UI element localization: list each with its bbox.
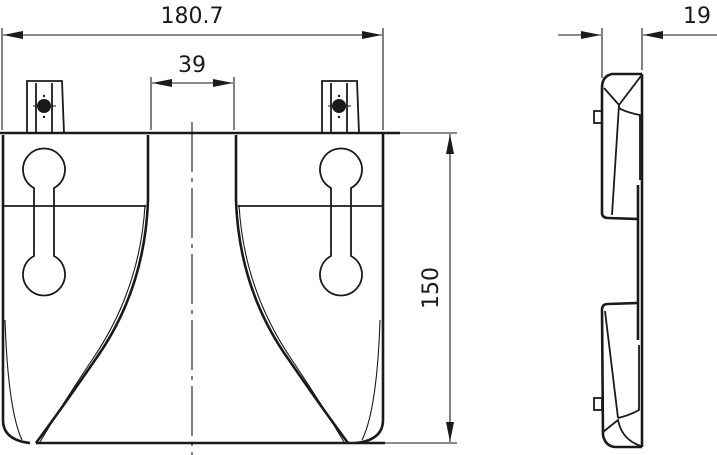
dimension-center-gap: 39 xyxy=(150,53,235,130)
dimension-label-center-gap: 39 xyxy=(178,53,206,78)
keyhole-slot-left xyxy=(22,147,66,297)
side-upper-block xyxy=(593,72,642,221)
side-view xyxy=(593,72,644,449)
left-blade xyxy=(1,80,150,445)
dimension-label-thickness: 19 xyxy=(683,4,711,29)
dimension-label-overall-width: 180.7 xyxy=(161,4,224,29)
dimension-thickness: 19 xyxy=(558,4,717,78)
front-view xyxy=(0,80,400,455)
dimension-height: 150 xyxy=(385,132,457,444)
mounting-bracket-right xyxy=(321,80,360,134)
dimension-overall-width: 180.7 xyxy=(1,4,384,130)
mounting-bracket-left xyxy=(26,80,65,134)
side-lower-block xyxy=(593,301,642,449)
right-blade xyxy=(234,80,385,445)
keyhole-slot-right xyxy=(319,147,363,297)
dimension-label-height: 150 xyxy=(419,267,444,309)
